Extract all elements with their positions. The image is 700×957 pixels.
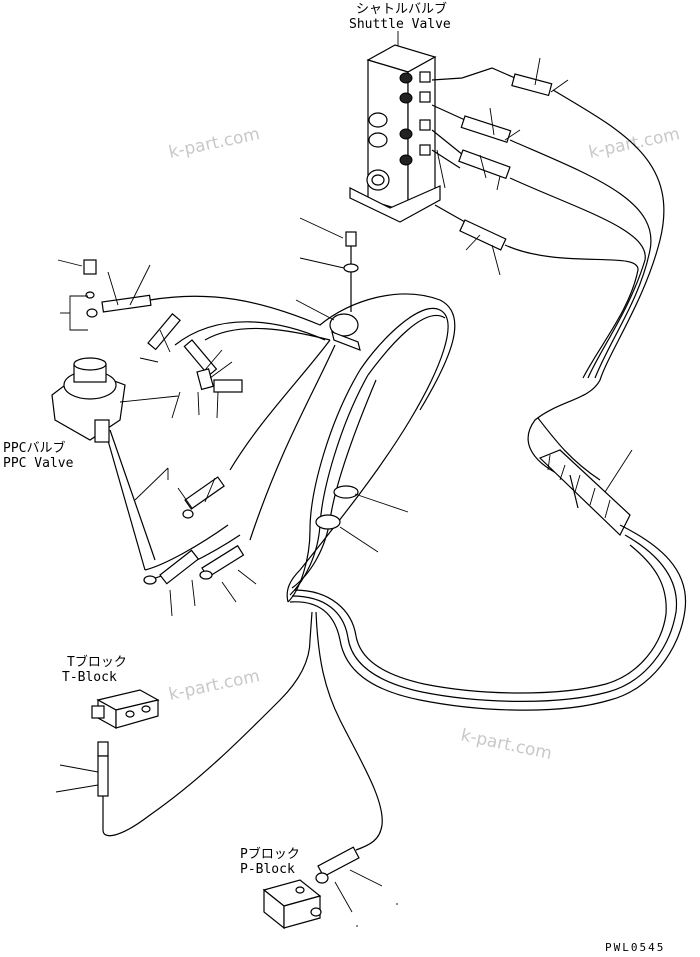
p-block-label-en: P-Block [240, 862, 295, 877]
ppc-valve-label-jp: PPCバルブ [3, 440, 65, 456]
t-block-label-jp: Tブロック [67, 654, 127, 670]
p-block [262, 611, 398, 930]
watermark: k-part.com [587, 124, 682, 163]
main-hose-loop [286, 307, 687, 711]
spiral-protector [538, 449, 633, 536]
shuttle-valve-label-jp: シャトルバルブ [356, 1, 447, 17]
ppc-valve [51, 357, 179, 443]
ppc-lower-fittings [134, 467, 257, 617]
ppc-valve-label-en: PPC Valve [3, 456, 74, 471]
ppc-fittings [57, 259, 243, 419]
watermark: k-part.com [167, 666, 262, 705]
p-block-label-jp: Pブロック [240, 846, 300, 862]
shuttle-valve-label-en: Shuttle Valve [349, 17, 451, 32]
watermark: k-part.com [459, 725, 554, 764]
hose-bundle-right [504, 89, 665, 481]
t-block-label-en: T-Block [62, 670, 117, 685]
drawing-code: PWL0545 [605, 941, 665, 954]
t-block [55, 611, 313, 837]
upper-clamp-bolt [295, 217, 361, 351]
clamps [315, 485, 409, 553]
watermark: k-part.com [167, 124, 262, 163]
shuttle-valve [349, 44, 446, 223]
hose-fittings-shuttle [431, 57, 569, 276]
